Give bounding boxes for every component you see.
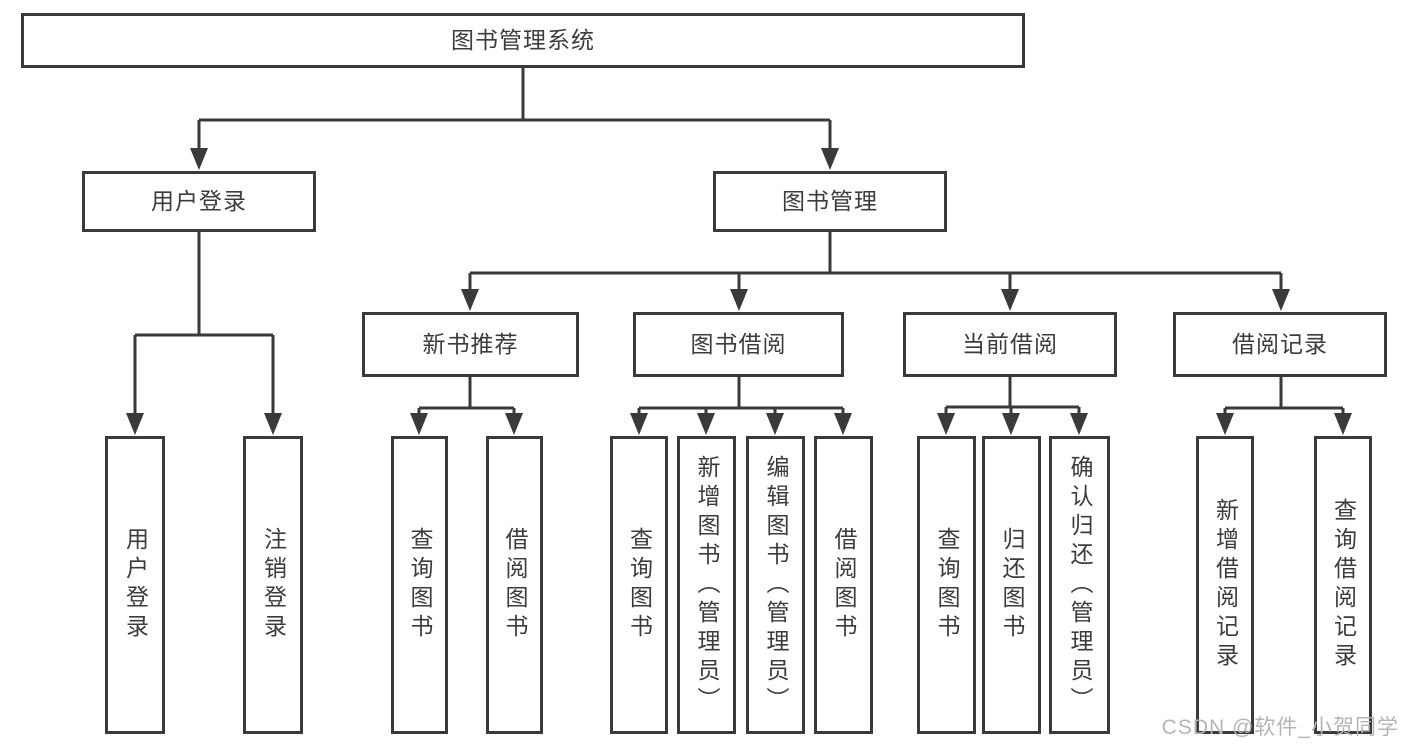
node-root: 图书管理系统: [21, 13, 1025, 68]
leaf-return-book: 归还图书: [982, 436, 1041, 734]
node-user-login: 用户登录: [82, 171, 316, 232]
leaf-query-book-2: 查询图书: [610, 436, 668, 734]
leaf-edit-book-admin: 编辑图书（管理员）: [746, 436, 805, 734]
leaf-borrow-book-1: 借阅图书: [486, 436, 543, 734]
connector-new-book: [417, 377, 516, 418]
leaf-add-book-admin: 新增图书（管理员）: [677, 436, 736, 734]
node-book-management: 图书管理: [713, 171, 947, 232]
connector-borrow-records: [1223, 377, 1345, 418]
node-borrow-records: 借阅记录: [1173, 312, 1387, 377]
connector-book-borrow: [637, 377, 845, 418]
leaf-logout: 注销登录: [243, 436, 303, 734]
leaf-query-book-3: 查询图书: [917, 436, 976, 734]
leaf-query-book-1: 查询图书: [391, 436, 448, 734]
leaf-borrow-book-2: 借阅图书: [814, 436, 873, 734]
leaf-confirm-return-admin: 确认归还（管理员）: [1049, 436, 1110, 734]
node-book-borrow: 图书借阅: [633, 312, 844, 377]
node-new-book-recommend: 新书推荐: [362, 312, 579, 377]
leaf-query-borrow-record: 查询借阅记录: [1314, 436, 1372, 734]
connector-user-login: [133, 232, 275, 417]
watermark: CSDN @软件_小贺同学: [1161, 716, 1399, 739]
leaf-add-borrow-record: 新增借阅记录: [1196, 436, 1254, 734]
node-current-borrow: 当前借阅: [903, 312, 1117, 377]
leaf-user-login: 用户登录: [105, 436, 165, 734]
connector-root: [197, 68, 832, 152]
arrowheads: [126, 148, 1352, 435]
connector-book-mgmt: [468, 232, 1283, 295]
connector-current-borrow: [944, 377, 1081, 418]
